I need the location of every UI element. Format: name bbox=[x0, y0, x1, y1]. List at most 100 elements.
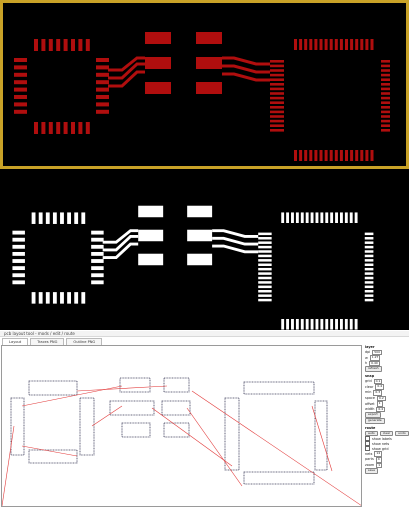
header-pad bbox=[270, 115, 284, 118]
qfp-pad bbox=[96, 109, 109, 114]
header-pad bbox=[305, 212, 309, 223]
layout-canvas[interactable] bbox=[1, 345, 363, 507]
header-pad bbox=[339, 319, 343, 330]
header-pad bbox=[350, 150, 354, 161]
qfp-pad bbox=[91, 266, 104, 271]
header-pad bbox=[381, 96, 390, 100]
header-pad bbox=[258, 232, 272, 236]
header-pad bbox=[286, 212, 290, 223]
checkbox[interactable] bbox=[365, 446, 370, 452]
header-pad bbox=[270, 124, 284, 127]
trace bbox=[102, 229, 139, 244]
header-pad bbox=[344, 212, 348, 223]
header-pad bbox=[364, 245, 374, 249]
header-pad bbox=[320, 319, 324, 330]
option-label: show labels bbox=[372, 436, 392, 441]
zoom-field[interactable]: 1 bbox=[376, 462, 383, 469]
soic-pad bbox=[138, 229, 164, 242]
undo-button[interactable]: undo bbox=[395, 430, 409, 437]
header-pad bbox=[281, 319, 285, 330]
space-field[interactable]: 0.2 bbox=[376, 395, 386, 402]
parts-count: 4 bbox=[375, 456, 382, 463]
qfp-pad bbox=[91, 273, 104, 278]
qfp-pad bbox=[91, 230, 104, 235]
part-outline bbox=[314, 400, 328, 471]
qfp-pad bbox=[45, 212, 50, 224]
trace-width-field[interactable]: 0.4 bbox=[376, 406, 386, 413]
qfp-pad bbox=[91, 244, 104, 249]
ratsnest-line bbox=[151, 407, 233, 467]
checkbox[interactable] bbox=[365, 441, 370, 447]
header-pad bbox=[304, 150, 308, 161]
soic-pad bbox=[138, 253, 164, 266]
header-pad bbox=[381, 92, 390, 95]
soic-pad bbox=[196, 82, 222, 94]
option-show-grid[interactable]: show grid bbox=[365, 446, 409, 452]
part-outline bbox=[163, 422, 190, 438]
qfp-pad bbox=[12, 280, 25, 285]
soic-pad bbox=[187, 205, 213, 218]
header-pad bbox=[270, 69, 284, 72]
field-label: space bbox=[365, 396, 375, 401]
qfp-pad bbox=[12, 259, 25, 263]
qfp-pad bbox=[12, 237, 25, 242]
dpi-field[interactable]: 500 bbox=[372, 349, 382, 356]
header-pad bbox=[270, 106, 284, 109]
layout-drawing[interactable] bbox=[1, 346, 363, 507]
qfp-pad bbox=[81, 292, 86, 304]
trace bbox=[212, 244, 259, 254]
header-pad bbox=[329, 150, 333, 161]
layout-editor-window: pcb layout tool - mods / edit / route La… bbox=[0, 331, 409, 509]
header-pad bbox=[364, 285, 374, 289]
grid-field[interactable]: 0.1 bbox=[373, 378, 383, 385]
min-field[interactable]: 0.3 bbox=[373, 389, 383, 396]
window-title: pcb layout tool - mods / edit / route bbox=[0, 331, 409, 337]
save-button[interactable]: save bbox=[365, 468, 379, 474]
generate-button[interactable]: generate bbox=[365, 418, 385, 424]
tab-layout[interactable]: Layout bbox=[2, 338, 29, 345]
option-show-nets[interactable]: show nets bbox=[365, 441, 409, 447]
ratsnest-line bbox=[21, 445, 78, 457]
tab-outline-png[interactable]: Outline PNG bbox=[66, 338, 103, 345]
part-outline bbox=[224, 397, 240, 471]
qfp-pad bbox=[14, 87, 27, 92]
refresh-button[interactable]: refresh bbox=[365, 366, 382, 373]
option-show-labels[interactable]: show labels bbox=[365, 436, 409, 442]
header-pad bbox=[330, 319, 334, 330]
header-pad bbox=[281, 212, 285, 223]
soic-pad bbox=[145, 82, 171, 94]
header-pad bbox=[364, 294, 374, 297]
checkbox[interactable] bbox=[365, 436, 370, 442]
header-pad bbox=[286, 319, 290, 330]
soic-pad bbox=[196, 57, 222, 69]
offset-field[interactable]: 1 bbox=[376, 401, 383, 407]
header-pad bbox=[364, 290, 374, 293]
height-field[interactable]: 0.40 bbox=[369, 360, 380, 367]
qfp-pad bbox=[12, 273, 25, 278]
header-pad bbox=[364, 237, 374, 240]
auto-route-button[interactable]: auto bbox=[365, 430, 378, 437]
header-pad bbox=[381, 69, 390, 72]
header-pad bbox=[365, 39, 369, 50]
copper-layer-canvas bbox=[0, 0, 409, 169]
board-outline bbox=[0, 0, 409, 169]
header-pad bbox=[258, 259, 272, 262]
header-pad bbox=[334, 150, 338, 161]
width-field[interactable]: 1.27 bbox=[369, 355, 381, 361]
header-pad bbox=[270, 64, 284, 68]
qfp-pad bbox=[78, 39, 83, 51]
qfp-pad bbox=[56, 122, 61, 134]
snap-heading: snap bbox=[365, 374, 375, 379]
clear-field[interactable]: 0.4 bbox=[375, 384, 385, 390]
header-pad bbox=[258, 294, 272, 297]
tab-traces-png[interactable]: Traces PNG bbox=[30, 338, 65, 345]
clear-route-button[interactable]: clear bbox=[379, 430, 394, 437]
header-pad bbox=[364, 250, 374, 253]
qfp-pad bbox=[12, 230, 25, 235]
header-pad bbox=[349, 319, 353, 330]
header-pad bbox=[258, 241, 272, 244]
qfp-pad bbox=[14, 102, 27, 107]
export-button[interactable]: export bbox=[365, 412, 381, 419]
part-outline bbox=[28, 380, 78, 396]
layer-heading: layer bbox=[365, 345, 375, 349]
